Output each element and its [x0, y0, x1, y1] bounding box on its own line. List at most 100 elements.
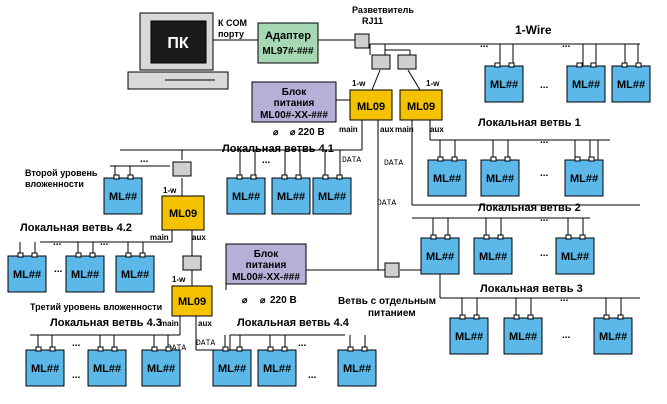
port-main-label: main [395, 125, 414, 134]
ml-device-connector [504, 156, 511, 162]
ml-device-connector [361, 346, 368, 352]
separate-power-label-2: питанием [368, 308, 416, 319]
ml-device-body [484, 65, 524, 103]
ml-device-label: ML## [509, 331, 537, 343]
port-1w-label: 1-w [163, 186, 177, 195]
ml09-label: ML09 [357, 101, 385, 113]
ml-device-label: ML## [572, 79, 600, 91]
ml09-label: ML09 [407, 101, 435, 113]
ml-device: ML## [141, 346, 181, 387]
data-label: DATA [384, 159, 403, 168]
ml-device-body [480, 159, 520, 197]
ellipsis: ... [53, 237, 62, 248]
ml-device-connector [621, 62, 628, 68]
ml-device: ML## [611, 62, 651, 103]
ml-device-label: ML## [599, 331, 627, 343]
ml-device-label: ML## [218, 363, 246, 375]
port-1w-label: 1-w [426, 79, 440, 88]
ml-device-connector [617, 314, 624, 320]
ml-device-connector [222, 346, 229, 352]
ml-device: ML## [503, 314, 543, 355]
ml-device-body [115, 255, 155, 293]
ml-device-connector [75, 252, 82, 258]
adapter-line1: Адаптер [265, 30, 311, 42]
wires [19, 39, 640, 351]
ml-device: ML## [312, 174, 352, 215]
power2-line2: питания [246, 260, 287, 271]
ml-device: ML## [337, 346, 377, 387]
com-port-label-1: К COM [218, 18, 247, 28]
ml-device-connector [139, 252, 146, 258]
ellipsis: ... [72, 370, 81, 381]
power2-voltage: 220 В [270, 295, 297, 306]
ml-device-body [141, 349, 181, 387]
ml-device: ML## [480, 156, 520, 197]
ml-device-label: ML## [263, 363, 291, 375]
ml-device-body [555, 237, 595, 275]
ml-device-connector [473, 314, 480, 320]
ml-device-connector [590, 62, 597, 68]
ml-device-label: ML## [433, 173, 461, 185]
power1-line1: Блок [282, 87, 308, 98]
ml-device-connector [165, 346, 172, 352]
ellipsis: ... [140, 154, 149, 165]
ml-device-label: ML## [490, 79, 518, 91]
ml09-hub-1: ML09 [349, 89, 393, 121]
ml09-label: ML09 [169, 208, 197, 220]
ml-device-body [87, 349, 127, 387]
power2-plug-icon-2: ⌀ [260, 295, 266, 305]
branch-3-label: Локальная ветвь 3 [480, 283, 583, 295]
power1-line3: ML00#-XX-### [260, 110, 328, 121]
ml-device: ML## [420, 234, 460, 275]
power-supply-2: Блок питания ML00#-XX-### [225, 243, 307, 285]
ml-device-connector [347, 346, 354, 352]
ml-device-connector [35, 346, 42, 352]
ml-device-connector [513, 314, 520, 320]
ml-device-body [427, 159, 467, 197]
ellipsis: ... [100, 237, 109, 248]
ml-device: ML## [555, 234, 595, 275]
ml-device-label: ML## [93, 363, 121, 375]
ml-device: ML## [87, 346, 127, 387]
ml-device-body [312, 177, 352, 215]
port-main-label: main [339, 125, 358, 134]
power2-plug-icon: ⌀ [242, 295, 248, 305]
ml-device-label: ML## [561, 251, 589, 263]
ml-device: ML## [103, 174, 143, 215]
port-aux-label: aux [430, 125, 444, 134]
ml-device-connector [490, 156, 497, 162]
ml09-hub-3: ML09 [161, 195, 205, 231]
branch-44-label: Локальная ветвь 4.4 [237, 317, 350, 329]
ellipsis: ... [562, 39, 571, 50]
ellipsis: ... [72, 338, 81, 349]
level-second-label-2: вложенности [25, 179, 84, 189]
ml-device: ML## [226, 174, 266, 215]
ml-device-label: ML## [455, 331, 483, 343]
ml-device-connector [336, 174, 343, 180]
ml-device-label: ML## [277, 191, 305, 203]
ml-device-connector [444, 234, 451, 240]
ml-device-body [564, 159, 604, 197]
ml-device-connector [603, 314, 610, 320]
ml-device-connector [127, 174, 134, 180]
onewire-title: 1-Wire [515, 23, 552, 37]
ml-device-label: ML## [109, 191, 137, 203]
ellipsis: ... [54, 264, 63, 275]
ml-device-body [566, 65, 606, 103]
ml-device-body [271, 177, 311, 215]
port-aux-label: aux [192, 233, 206, 242]
power1-plug-icon: ⌀ [273, 127, 279, 137]
port-1w-label: 1-w [172, 275, 186, 284]
ml-device-body [337, 349, 377, 387]
ellipsis: ... [540, 213, 549, 224]
splitter-title-2: RJ11 [362, 16, 383, 26]
ml-device: ML## [449, 314, 489, 355]
ml-device: ML## [25, 346, 65, 387]
ml-device: ML## [593, 314, 633, 355]
ml-device-label: ML## [71, 269, 99, 281]
ml-device-connector [31, 252, 38, 258]
pc-label: ПК [167, 35, 189, 52]
ml-device-body [611, 65, 651, 103]
ml09-hub-4: ML09 [171, 285, 213, 317]
